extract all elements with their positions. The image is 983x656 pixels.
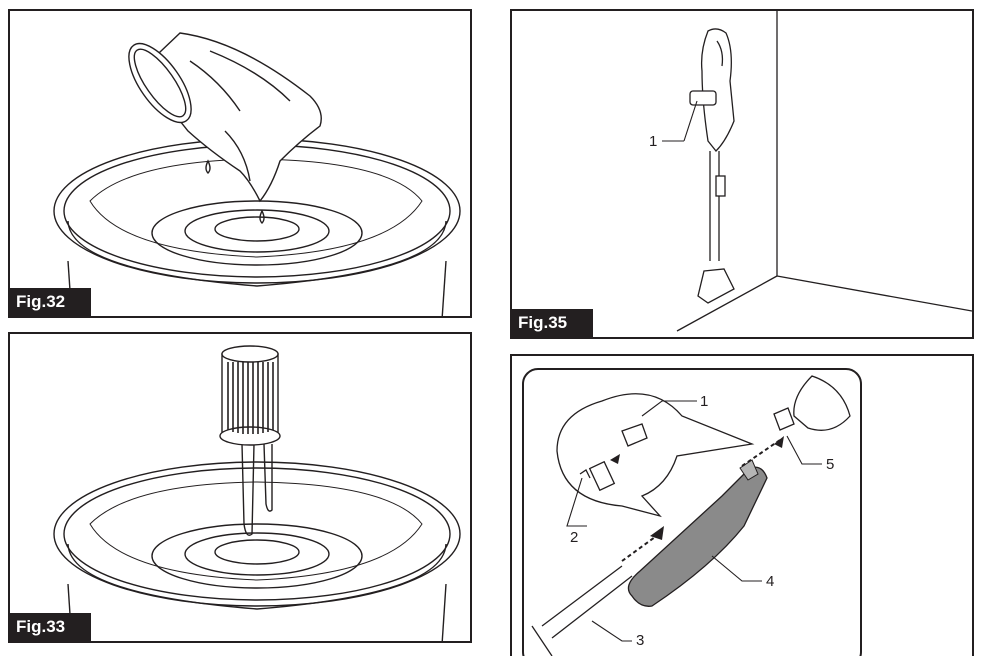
callout-number-2: 2 bbox=[570, 529, 578, 546]
callout-number-4: 4 bbox=[766, 573, 774, 590]
callout-number-3: 3 bbox=[636, 632, 644, 649]
detail-frame bbox=[522, 368, 862, 656]
figure-label-33: Fig.33 bbox=[10, 613, 92, 641]
crevice-nozzle bbox=[627, 466, 768, 607]
callout-number-1: 1 bbox=[700, 393, 708, 410]
figure-label-35: Fig.35 bbox=[512, 309, 594, 337]
nozzle-attachment-illustration: 1 2 3 4 5 bbox=[531, 375, 851, 656]
figure-panel-32: Fig.32 bbox=[8, 9, 472, 318]
figure-panel-36: 1 2 3 4 5 bbox=[510, 354, 974, 656]
dust-bag-washing-illustration bbox=[53, 32, 461, 316]
figure-label-32: Fig.32 bbox=[10, 288, 92, 316]
figure-panel-33: Fig.33 bbox=[8, 332, 472, 643]
figure-panel-35: 1 Fig.35 bbox=[510, 9, 974, 339]
wall-storage-illustration: 1 bbox=[649, 11, 972, 332]
callout-number-1: 1 bbox=[649, 133, 657, 150]
filter-rinsing-illustration bbox=[53, 345, 461, 641]
callout-number-5: 5 bbox=[826, 456, 834, 473]
